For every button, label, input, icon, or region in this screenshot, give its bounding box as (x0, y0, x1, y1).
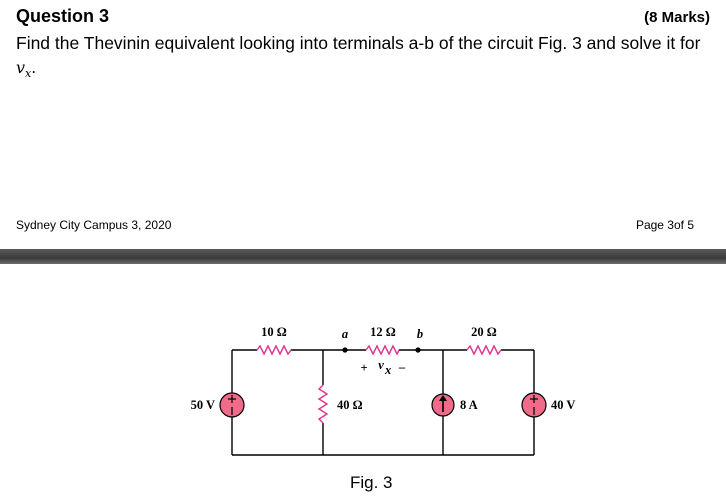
label-node-b: b (417, 327, 423, 341)
resistor-10-ohm (256, 344, 292, 356)
circuit-wires (231, 349, 535, 456)
current-source-8a (431, 393, 455, 417)
node-a-dot (342, 347, 348, 353)
question-title: Question 3 (16, 6, 110, 26)
label-vx-plus: + (360, 361, 367, 375)
label-r3: 20 Ω (471, 325, 497, 339)
node-b-dot (415, 347, 421, 353)
source-circle (219, 392, 245, 418)
label-source-50v: 50 V (191, 398, 215, 412)
question-variable: vx (16, 58, 32, 81)
resistor-12-ohm (365, 344, 400, 356)
voltage-source-50v (219, 392, 245, 418)
label-r2: 12 Ω (370, 325, 396, 339)
page-divider (0, 249, 726, 264)
label-vx-minus: – (398, 360, 406, 374)
question-variable-sub: x (25, 67, 32, 81)
resistor-20-ohm (466, 344, 502, 356)
label-r1: 10 Ω (261, 325, 287, 339)
question-period: . (31, 57, 37, 77)
question-variable-v: v (16, 58, 26, 77)
circuit-diagram: 10 Ω a 12 Ω b 20 Ω + v x – 50 V 40 Ω 8 A… (191, 325, 575, 456)
source-circle (521, 392, 547, 418)
footer-page-number: Page 3of 5 (635, 218, 694, 232)
footer-campus: Sydney City Campus 3, 2020 (16, 218, 172, 232)
label-r4: 40 Ω (337, 398, 363, 412)
label-node-a: a (342, 327, 348, 341)
question-marks: (8 Marks) (644, 9, 710, 26)
figure-caption: Fig. 3 (350, 473, 393, 492)
question-text: Find the Thevinin equivalent looking int… (16, 31, 721, 86)
voltage-source-40v (521, 392, 547, 418)
label-vx-sub: x (384, 363, 391, 377)
resistor-40-ohm (317, 384, 329, 424)
label-vx-v: v (378, 358, 384, 372)
label-current-8a: 8 A (460, 398, 478, 412)
label-source-40v: 40 V (551, 398, 575, 412)
arrow-up-icon (439, 395, 447, 401)
question-body: Find the Thevinin equivalent looking int… (16, 33, 701, 53)
